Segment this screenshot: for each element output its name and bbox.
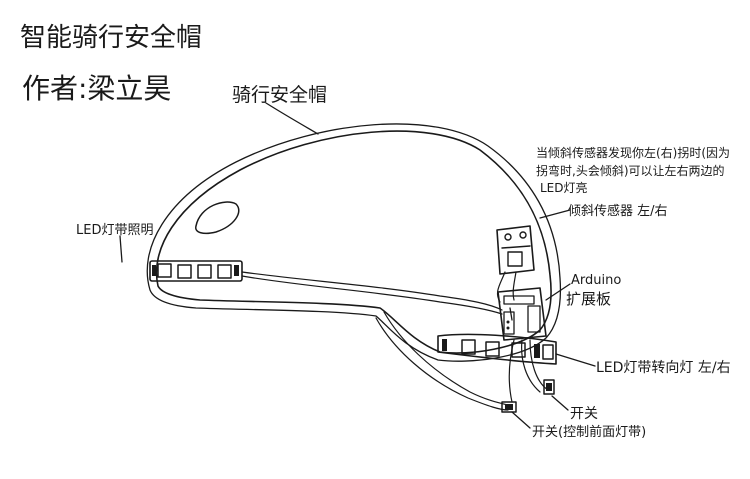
turn-led-pointer <box>555 353 596 367</box>
front-led-wire <box>241 271 503 311</box>
helmet-label: 骑行安全帽 <box>232 84 327 106</box>
switch-wire-1 <box>521 339 541 393</box>
turn-led-label: LED灯带转向灯 左/右 <box>596 360 731 376</box>
switch-front-label: 开关(控制前面灯带) <box>532 424 646 440</box>
switch-pointer <box>551 395 569 411</box>
arduino-label-1: Arduino <box>571 273 621 288</box>
front-led-label: LED灯带照明 <box>76 223 153 238</box>
switch-wire-2 <box>529 339 549 391</box>
annotation-line-1: 当倾斜传感器发现你左(右)拐时(因为 <box>536 145 730 160</box>
helmet-pointer-line <box>265 102 319 135</box>
author-line: 作者:梁立昊 <box>22 72 171 105</box>
helmet-shell <box>146 123 562 362</box>
switch-front-pointer <box>511 411 531 429</box>
tilt-sensor <box>496 225 535 275</box>
front-led-strip <box>149 260 243 282</box>
vent-hole <box>195 201 240 235</box>
annotation-line-2: 拐弯时,头会倾斜)可以让左右两边的 <box>536 163 725 178</box>
tilt-sensor-label: 倾斜传感器 左/右 <box>568 203 668 219</box>
annotation: 当倾斜传感器发现你左(右)拐时(因为 拐弯时,头会倾斜)可以让左右两边的 LED… <box>536 145 730 195</box>
tilt-sensor-pointer <box>539 209 571 219</box>
switch-main <box>543 379 555 395</box>
wire-lower-2 <box>375 317 509 411</box>
switch-wire-3 <box>508 339 515 403</box>
switch-label: 开关 <box>570 406 598 422</box>
sheet-title: 智能骑行安全帽 <box>20 23 202 53</box>
arduino-pointer <box>545 283 571 301</box>
annotation-line-3: LED灯亮 <box>540 180 588 195</box>
arduino-label-2: 扩展板 <box>566 290 611 308</box>
arduino-board <box>497 287 547 341</box>
turn-led-strip <box>437 333 557 365</box>
sensor-wire-2 <box>512 271 517 301</box>
switch-front <box>501 401 517 413</box>
front-led-pointer <box>119 235 123 263</box>
front-led-wire-2 <box>241 275 503 315</box>
